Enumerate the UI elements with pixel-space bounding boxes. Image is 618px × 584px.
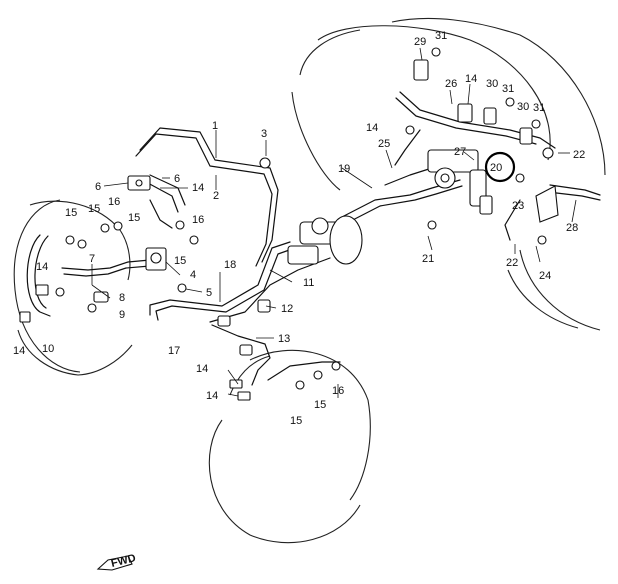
- part-label-15d: 15: [174, 255, 186, 267]
- part-label-8: 8: [119, 292, 125, 304]
- part-label-13: 13: [278, 333, 290, 345]
- part-label-18: 18: [224, 259, 236, 271]
- part-label-16c: 16: [332, 385, 344, 397]
- part-label-16a: 16: [108, 196, 120, 208]
- part-label-14c: 14: [13, 345, 25, 357]
- part-label-12: 12: [281, 303, 293, 315]
- part-label-22a: 22: [573, 149, 585, 161]
- front-right-tire: [208, 349, 371, 544]
- part-label-15f: 15: [314, 399, 326, 411]
- part-label-14d: 14: [196, 363, 208, 375]
- proportioning-valve: [127, 175, 167, 271]
- bolts-and-unions: [55, 47, 554, 390]
- part-label-31b: 31: [502, 83, 514, 95]
- part-label-29: 29: [414, 36, 426, 48]
- part-label-24: 24: [539, 270, 551, 282]
- part-label-17: 17: [168, 345, 180, 357]
- part-label-28: 28: [566, 222, 578, 234]
- part-label-26: 26: [445, 78, 457, 90]
- part-label-1: 1: [212, 120, 218, 132]
- part-labels: 1 2 3 4 5 6 6 7 8 9 10 11 12 13 14 14 14…: [13, 30, 585, 427]
- master-cylinder: [287, 215, 363, 265]
- part-label-14f: 14: [366, 122, 378, 134]
- part-label-20: 20: [490, 162, 502, 174]
- part-label-6a: 6: [174, 173, 180, 185]
- part-label-6b: 6: [95, 181, 101, 193]
- part-label-15c: 15: [128, 212, 140, 224]
- part-label-15b: 15: [88, 203, 100, 215]
- fwd-label: FWD: [110, 552, 137, 570]
- part-label-11: 11: [303, 277, 314, 289]
- part-label-31a: 31: [435, 30, 447, 42]
- part-label-27: 27: [454, 146, 466, 158]
- part-label-30a: 30: [486, 78, 498, 90]
- brackets-and-clips: [19, 59, 559, 401]
- part-label-31c: 31: [533, 102, 545, 114]
- part-label-22b: 22: [506, 257, 518, 269]
- fwd-arrow: FWD: [96, 552, 137, 571]
- leader-lines: [91, 47, 577, 398]
- highlight-circle: [484, 151, 516, 183]
- part-label-3: 3: [261, 128, 267, 140]
- part-label-23: 23: [512, 200, 524, 212]
- part-label-16b: 16: [192, 214, 204, 226]
- part-label-9: 9: [119, 309, 125, 321]
- part-label-21: 21: [422, 253, 434, 265]
- part-label-5: 5: [206, 287, 212, 299]
- part-label-4: 4: [190, 269, 196, 281]
- part-label-25: 25: [378, 138, 390, 150]
- part-label-10: 10: [42, 343, 54, 355]
- part-label-14g: 14: [465, 73, 477, 85]
- rear-right-tire: [291, 17, 606, 331]
- part-label-15a: 15: [65, 207, 77, 219]
- part-label-2: 2: [213, 190, 219, 202]
- part-label-14a: 14: [192, 182, 204, 194]
- part-label-19: 19: [338, 163, 350, 175]
- part-label-14e: 14: [206, 390, 218, 402]
- part-label-30b: 30: [517, 101, 529, 113]
- lsp-valve-assembly: [427, 149, 493, 215]
- part-label-15e: 15: [290, 415, 302, 427]
- part-label-7: 7: [89, 253, 95, 265]
- brake-pipes: [26, 91, 601, 386]
- part-label-14b: 14: [36, 261, 48, 273]
